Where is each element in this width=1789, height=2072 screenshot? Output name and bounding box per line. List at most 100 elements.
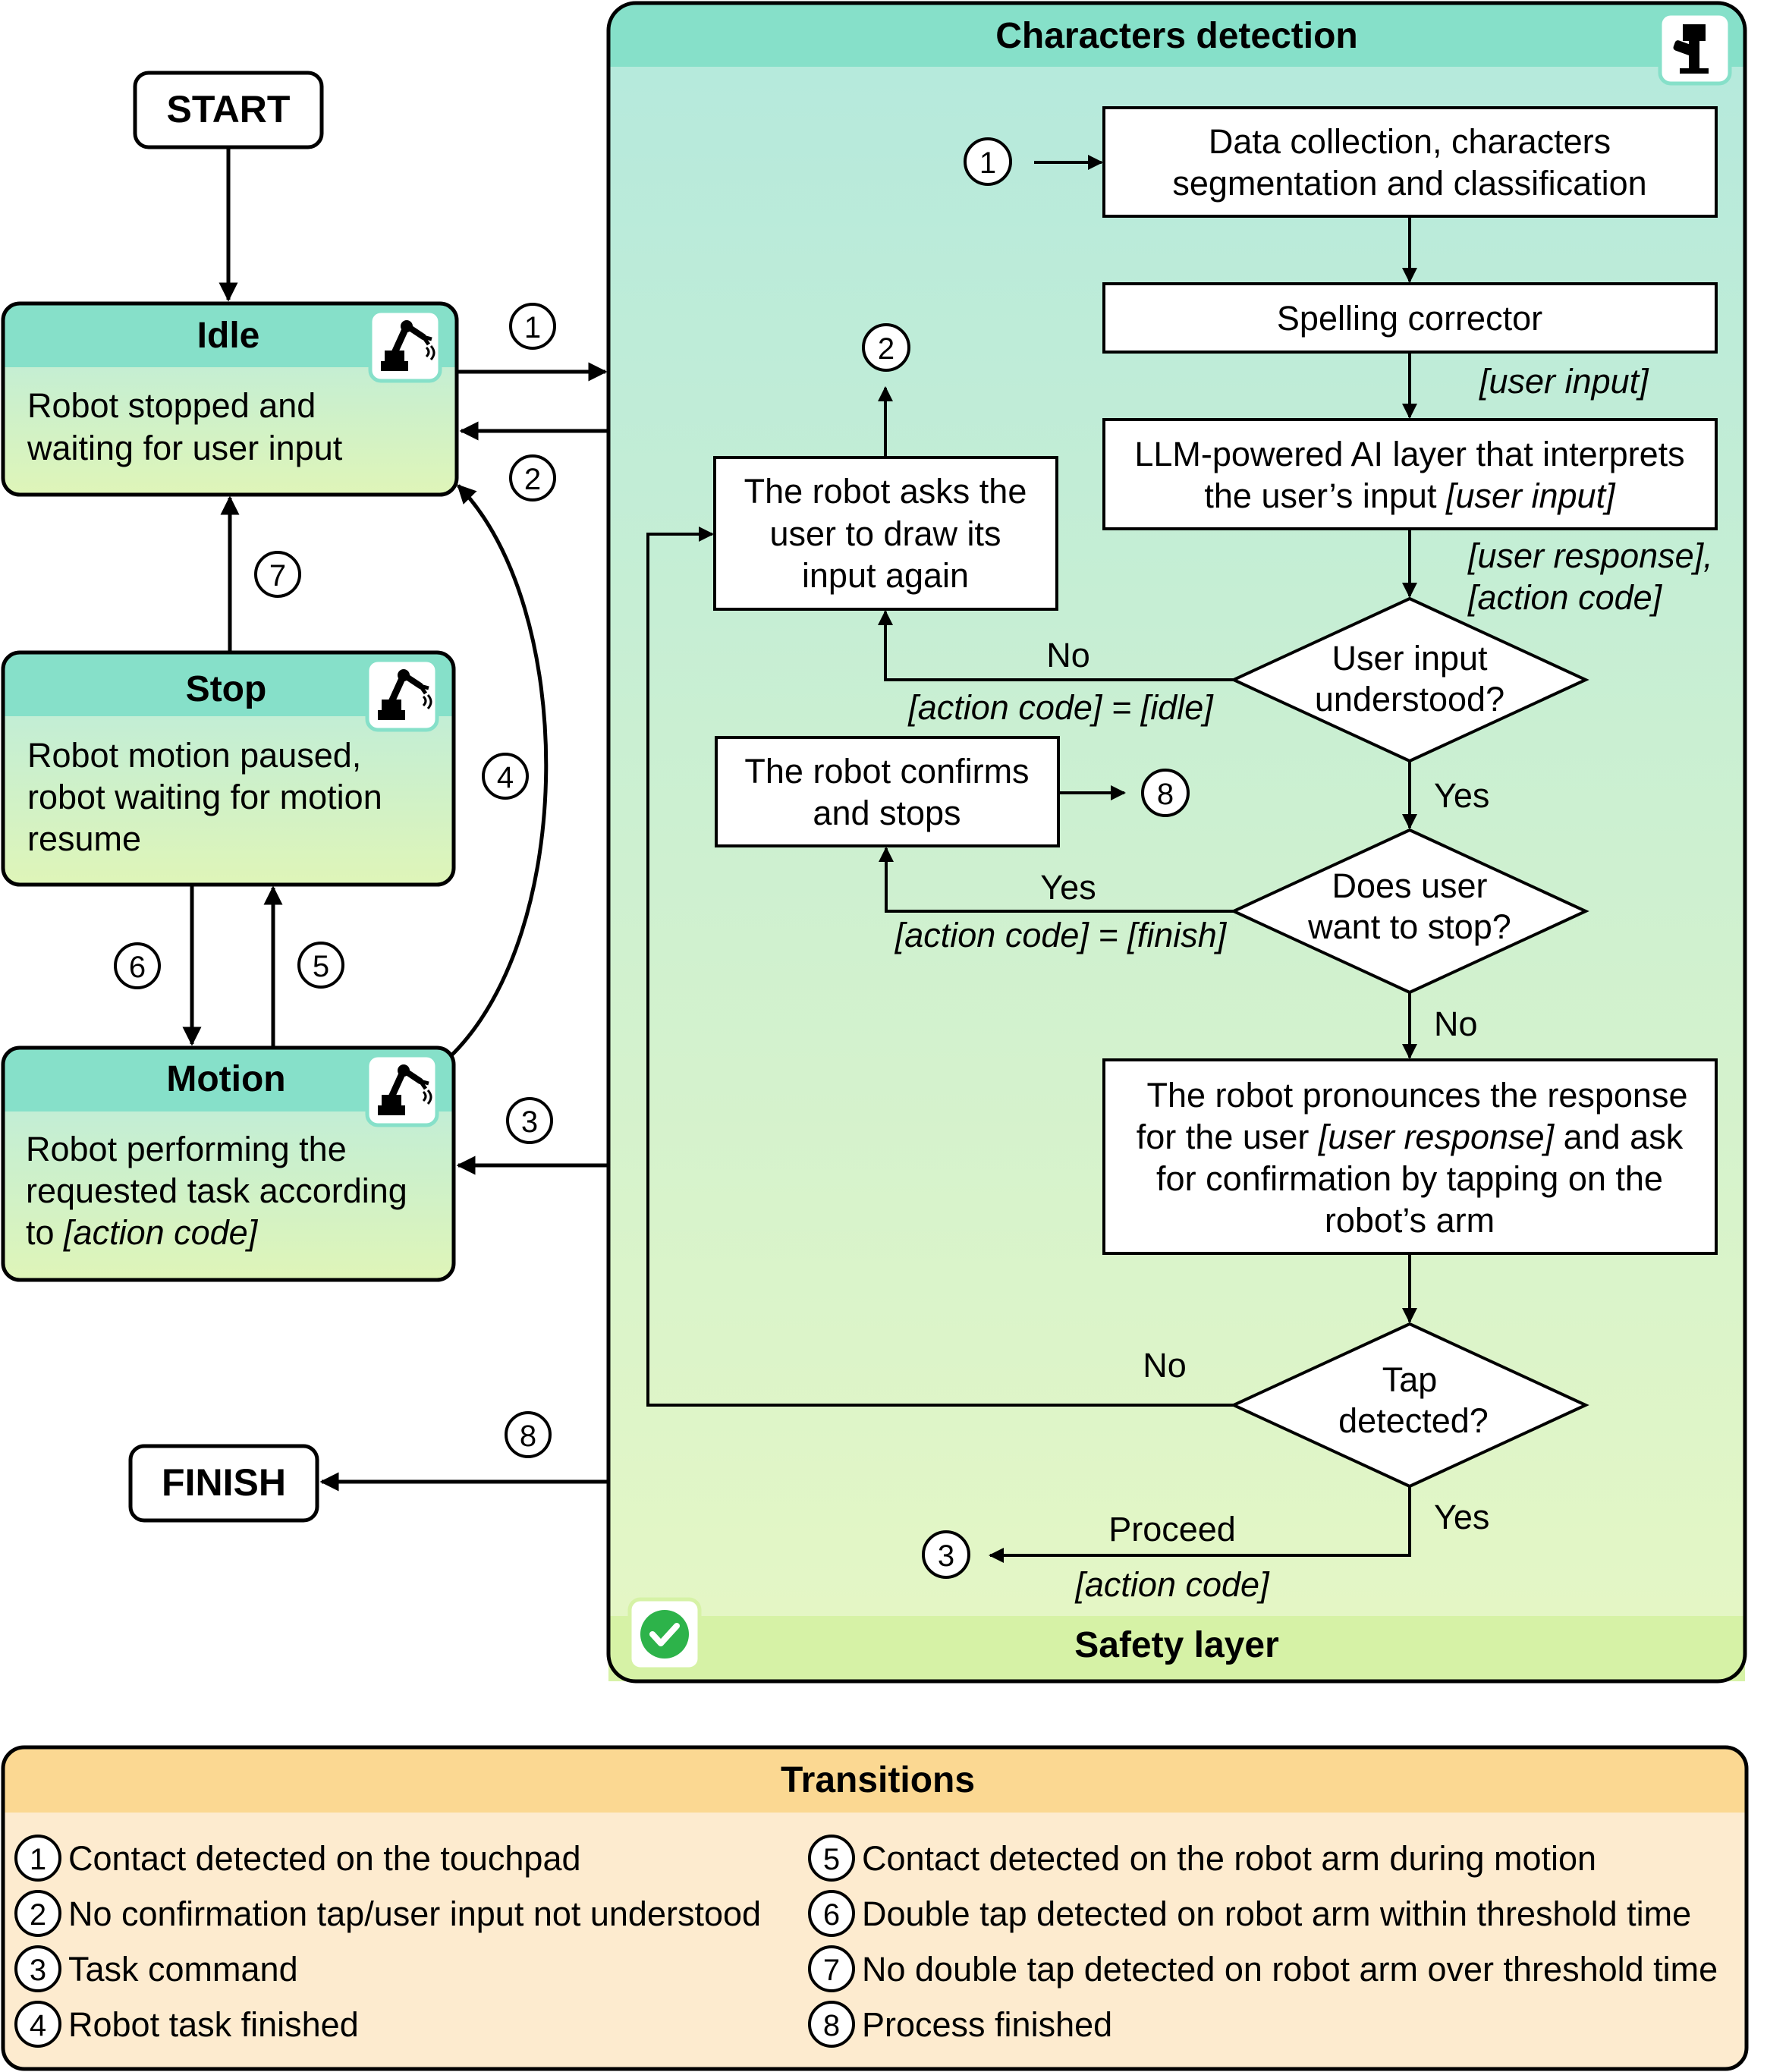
legend-item-5: 5 Contact detected on the robot arm durin… xyxy=(808,1835,1596,1882)
data-collection-line-2: segmentation and classification xyxy=(1172,164,1646,203)
idle-title: Idle xyxy=(197,316,260,356)
emergency-stop-icon xyxy=(1658,11,1732,86)
edge-no-stop: No xyxy=(1434,1005,1478,1043)
svg-text:3: 3 xyxy=(521,1105,538,1139)
stop-state: Stop Robot motion paused, robot waiting … xyxy=(1,650,456,887)
motion-desc-line-3: to [action code] xyxy=(26,1213,259,1252)
svg-text:5: 5 xyxy=(313,950,329,983)
data-collection-box: Data collection, characters segmentation… xyxy=(1102,106,1718,218)
legend-number: 1 xyxy=(30,1843,46,1876)
edge-user-response: [user response], xyxy=(1467,536,1713,575)
idle-desc-line-2: waiting for user input xyxy=(27,429,343,467)
svg-text:6: 6 xyxy=(129,951,146,984)
finish-label: FINISH xyxy=(162,1461,286,1504)
pronounce-line-1: The robot pronounces the response xyxy=(1147,1076,1688,1115)
marker-2-idle: 2 xyxy=(509,454,556,501)
confirms-line-2: and stops xyxy=(813,794,961,832)
tap-line-2: detected? xyxy=(1338,1401,1489,1440)
pronounce-line-2c: and ask xyxy=(1554,1118,1684,1156)
motion-desc-line-2: requested task according xyxy=(26,1171,407,1210)
transition-markers: 1 1 2 2 7 4 8 6 5 3 8 3 xyxy=(114,137,1190,1579)
edge-finish-code: [action code] = [finish] xyxy=(894,916,1228,954)
llm-line-2-italic: [user input] xyxy=(1445,476,1616,515)
understood-line-1: User input xyxy=(1332,639,1488,678)
llm-line-2-plain: the user’s input xyxy=(1204,476,1446,515)
edge-action-code: [action code] xyxy=(1467,578,1663,617)
ask-again-line-3: input again xyxy=(802,556,969,595)
llm-layer-box: LLM-powered AI layer that interprets the… xyxy=(1102,418,1718,530)
motion-title: Motion xyxy=(166,1059,285,1099)
svg-text:2: 2 xyxy=(524,463,541,496)
legend-number: 8 xyxy=(823,2009,840,2042)
legend-item-8: 8 Process finished xyxy=(808,2001,1112,2048)
finish-node: FINISH xyxy=(128,1444,319,1523)
edge-yes-understood: Yes xyxy=(1434,776,1489,815)
legend-item-7: 7 No double tap detected on robot arm ove… xyxy=(808,1945,1718,1992)
inner-connectors xyxy=(646,155,1417,1563)
understood-line-2: understood? xyxy=(1315,680,1504,718)
legend-text: Process finished xyxy=(862,2005,1112,2044)
start-node: START xyxy=(133,71,324,149)
pronounce-line-2a: for the user xyxy=(1137,1118,1319,1156)
legend-text: No double tap detected on robot arm over… xyxy=(862,1950,1718,1989)
legend-number-circle xyxy=(808,1835,855,1882)
pronounce-line-4: robot’s arm xyxy=(1325,1201,1495,1240)
idle-desc-line-1: Robot stopped and xyxy=(27,386,316,425)
robot-arm-icon xyxy=(367,660,437,730)
robot-arm-icon xyxy=(367,1055,437,1125)
tap-line-1: Tap xyxy=(1382,1360,1438,1399)
confirms-box: The robot confirms and stops xyxy=(715,736,1060,847)
legend-text: Double tap detected on robot arm within … xyxy=(862,1894,1691,1933)
spelling-corrector-label: Spelling corrector xyxy=(1277,299,1542,338)
legend-number-circle xyxy=(14,1835,61,1882)
svg-text:3: 3 xyxy=(938,1539,954,1573)
idle-state: Idle Robot stopped and waiting for user … xyxy=(1,301,459,497)
legend-text: Contact detected on the touchpad xyxy=(68,1839,581,1878)
understood-decision: User input understood? xyxy=(1230,596,1589,763)
legend-text: Contact detected on the robot arm during… xyxy=(862,1839,1596,1878)
svg-text:8: 8 xyxy=(520,1420,536,1453)
pronounce-line-2: for the user [user response] and ask xyxy=(1137,1118,1684,1156)
want-stop-line-1: Does user xyxy=(1332,866,1487,905)
edge-yes-stop: Yes xyxy=(1040,868,1096,907)
spelling-corrector-box: Spelling corrector xyxy=(1102,282,1718,354)
safety-layer-label: Safety layer xyxy=(1074,1625,1279,1665)
legend-number-circle xyxy=(14,1945,61,1992)
legend-number: 2 xyxy=(30,1898,46,1932)
legend-number: 7 xyxy=(823,1954,840,1987)
marker-8-finish: 8 xyxy=(505,1411,552,1458)
motion-state: Motion Robot performing the requested ta… xyxy=(1,1045,456,1282)
robot-arm-icon xyxy=(370,311,440,381)
legend-number: 6 xyxy=(823,1898,840,1932)
llm-line-2: the user’s input [user input] xyxy=(1204,476,1616,515)
marker-1-idle: 1 xyxy=(509,303,556,350)
legend-number: 5 xyxy=(823,1843,840,1876)
svg-text:4: 4 xyxy=(497,761,514,794)
llm-line-1: LLM-powered AI layer that interprets xyxy=(1134,435,1684,473)
pronounce-line-2b: [user response] xyxy=(1318,1118,1555,1156)
ask-again-line-2: user to draw its xyxy=(769,514,1001,553)
marker-4: 4 xyxy=(482,753,529,800)
edge-proceed-code: [action code] xyxy=(1074,1565,1270,1604)
tap-decision: Tap detected? xyxy=(1230,1322,1589,1489)
edge-labels: [user input] [user response], [action co… xyxy=(894,362,1713,1604)
legend-number-circle xyxy=(808,1890,855,1937)
marker-8-confirms: 8 xyxy=(1141,769,1190,817)
marker-6: 6 xyxy=(114,942,161,989)
marker-1-detection: 1 xyxy=(964,137,1012,186)
svg-text:2: 2 xyxy=(878,332,894,366)
pronounce-line-3: for confirmation by tapping on the xyxy=(1156,1159,1663,1198)
edge-user-input: [user input] xyxy=(1479,362,1649,401)
legend-number-circle xyxy=(808,1945,855,1992)
confirms-line-1: The robot confirms xyxy=(744,752,1029,791)
characters-detection-title: Characters detection xyxy=(995,16,1358,56)
marker-2-ask: 2 xyxy=(862,323,910,372)
legend-number-circle xyxy=(14,2001,61,2048)
start-label: START xyxy=(167,88,291,130)
